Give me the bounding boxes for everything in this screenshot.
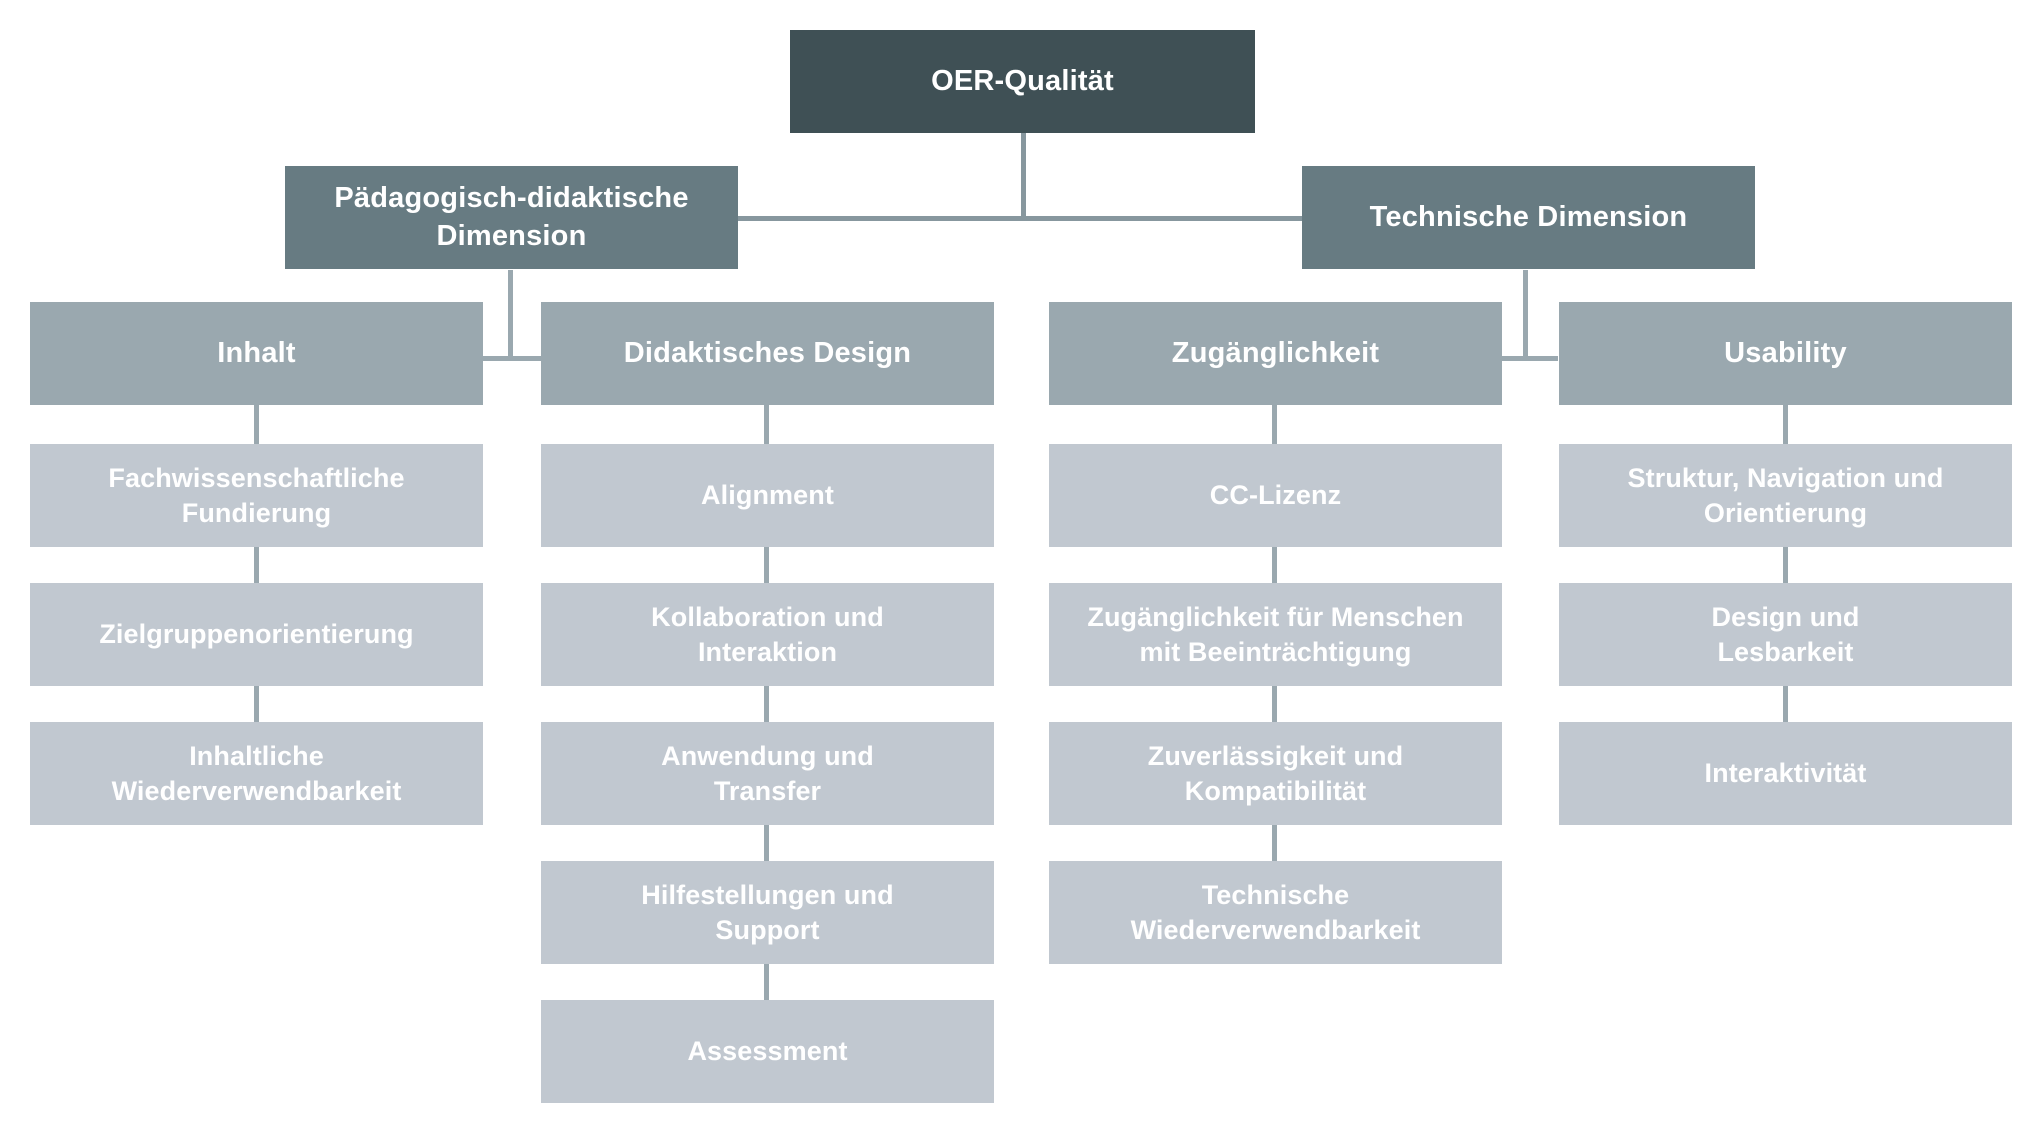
node-label: Assessment [687,1036,848,1067]
node-label: Anwendung und Transfer [661,740,874,806]
connector-usability-1 [1783,404,1788,446]
connector-inhalt-3 [254,686,259,724]
connector-inhalt-1 [254,404,259,446]
node-label: Hilfestellungen und Support [641,879,894,945]
node-criterion-cc-lizenz[interactable]: CC-Lizenz [1049,444,1502,547]
node-label: Zugänglichkeit [1171,336,1380,369]
node-criterion-technische-wiederverwendbarkeit[interactable]: Technische Wiederverwendbarkeit [1049,861,1502,964]
node-criterion-zuverlaessigkeit-und-kompatibilitaet[interactable]: Zuverlässigkeit und Kompatibilität [1049,722,1502,825]
connector-didaktisches-design-2 [764,547,769,585]
node-label: Zuverlässigkeit und Kompatibilität [1147,740,1404,806]
node-criterion-inhaltliche-wiederverwendbarkeit[interactable]: Inhaltliche Wiederverwendbarkeit [30,722,483,825]
connector-didaktisches-design-5 [764,964,769,1002]
connector-root-horizontal [738,216,1302,221]
node-root-oer-qualitaet[interactable]: OER-Qualität [790,30,1255,133]
node-criterion-alignment[interactable]: Alignment [541,444,994,547]
node-category-didaktisches-design[interactable]: Didaktisches Design [541,302,994,405]
node-criterion-zielgruppenorientierung[interactable]: Zielgruppenorientierung [30,583,483,686]
node-dimension-technisch[interactable]: Technische Dimension [1302,166,1755,269]
connector-pedagogical-horizontal [481,356,543,361]
node-label: Zugänglichkeit für Menschen mit Beeinträ… [1087,601,1464,667]
node-dimension-paedagogisch-didaktisch[interactable]: Pädagogisch-didaktische Dimension [285,166,738,269]
node-label: Usability [1724,336,1847,369]
node-label: Kollaboration und Interaktion [651,601,884,667]
connector-usability-3 [1783,686,1788,724]
connector-root-vertical [1021,133,1026,221]
node-criterion-struktur-navigation-und-orientierung[interactable]: Struktur, Navigation und Orientierung [1559,444,2012,547]
node-label: Didaktisches Design [623,336,912,369]
node-label: Struktur, Navigation und Orientierung [1627,462,1944,528]
node-category-usability[interactable]: Usability [1559,302,2012,405]
node-label: Technische Dimension [1369,200,1688,233]
node-label: Inhaltliche Wiederverwendbarkeit [111,740,402,806]
node-criterion-design-und-lesbarkeit[interactable]: Design und Lesbarkeit [1559,583,2012,686]
connector-zugaenglichkeit-3 [1272,686,1277,724]
node-label: OER-Qualität [931,64,1114,97]
node-criterion-hilfestellungen-und-support[interactable]: Hilfestellungen und Support [541,861,994,964]
node-label: Technische Wiederverwendbarkeit [1130,879,1421,945]
node-label: Zielgruppenorientierung [99,619,414,650]
connector-zugaenglichkeit-2 [1272,547,1277,585]
node-criterion-fachwissenschaftliche-fundierung[interactable]: Fachwissenschaftliche Fundierung [30,444,483,547]
connector-inhalt-2 [254,547,259,585]
node-label: Design und Lesbarkeit [1711,601,1860,667]
node-label: Interaktivität [1704,758,1867,789]
connector-pedagogical-vertical [508,270,513,360]
node-label: CC-Lizenz [1209,480,1342,511]
node-criterion-zugaenglichkeit-fuer-menschen-mit-beeintraechtigung[interactable]: Zugänglichkeit für Menschen mit Beeinträ… [1049,583,1502,686]
connector-zugaenglichkeit-4 [1272,825,1277,863]
node-label: Alignment [701,480,834,511]
connector-usability-2 [1783,547,1788,585]
connector-didaktisches-design-4 [764,825,769,863]
node-criterion-interaktivitaet[interactable]: Interaktivität [1559,722,2012,825]
connector-zugaenglichkeit-1 [1272,404,1277,446]
node-criterion-assessment[interactable]: Assessment [541,1000,994,1103]
connector-didaktisches-design-3 [764,686,769,724]
node-category-zugaenglichkeit[interactable]: Zugänglichkeit [1049,302,1502,405]
node-label: Inhalt [217,336,296,369]
node-category-inhalt[interactable]: Inhalt [30,302,483,405]
connector-technical-horizontal [1496,356,1558,361]
node-label: Fachwissenschaftliche Fundierung [108,462,405,528]
node-criterion-anwendung-und-transfer[interactable]: Anwendung und Transfer [541,722,994,825]
node-label: Pädagogisch-didaktische Dimension [334,182,689,252]
node-criterion-kollaboration-und-interaktion[interactable]: Kollaboration und Interaktion [541,583,994,686]
connector-didaktisches-design-1 [764,404,769,446]
connector-technical-vertical [1523,270,1528,360]
